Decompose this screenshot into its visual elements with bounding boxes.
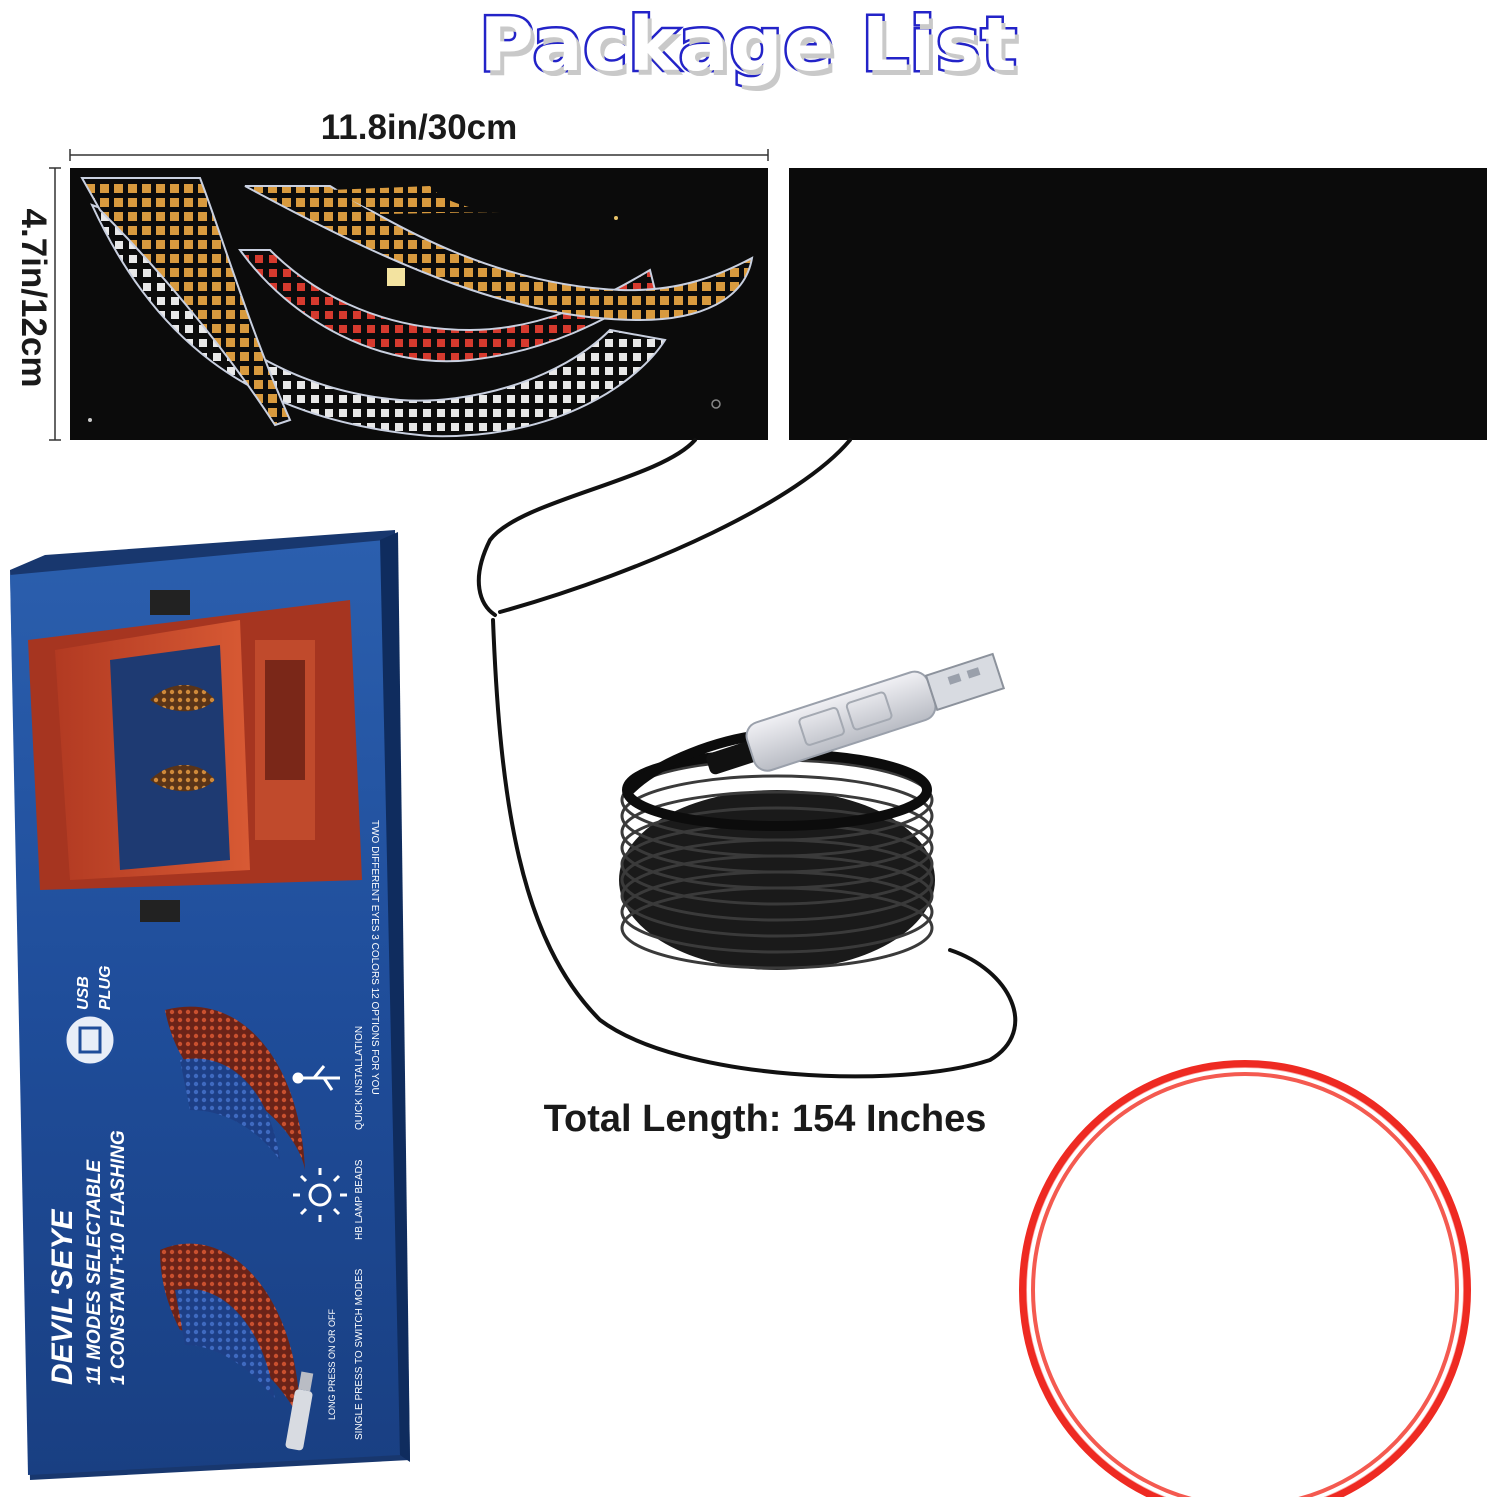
box-line-2: 1 CONSTANT+10 FLASHING [108, 1130, 129, 1385]
box-feature-beads: HB LAMP BEADS [354, 1159, 365, 1240]
usb-stick-on-box-icon [285, 1371, 314, 1451]
box-usb-label: USB [75, 976, 92, 1010]
connection-cable [476, 438, 1018, 1079]
tape-roll-icon [1019, 1060, 1471, 1497]
box-plug-label: PLUG [97, 966, 114, 1010]
box-feature-install: QUICK INSTALLATION [354, 1026, 365, 1130]
page-title: Package List [477, 0, 1019, 91]
box-feature-switch: SINGLE PRESS TO SWITCH MODES [354, 1268, 365, 1440]
total-length-label: Total Length: 154 Inches [543, 1098, 987, 1140]
usb-dongle-icon [706, 652, 1006, 775]
usb-icon [292, 1065, 340, 1091]
led-eye-panel-right [789, 168, 1487, 440]
box-side-text: TWO DIFFERENT EYES 3 COLORS 12 OPTIONS F… [369, 820, 380, 1095]
box-feature-long-press: LONG PRESS ON OR OFF [327, 1308, 337, 1420]
product-box: DEVIL'SEYE 11 MODES SELECTABLE 1 CONSTAN… [10, 530, 410, 1480]
box-brand: DEVIL'SEYE [46, 1208, 79, 1385]
width-dimension-line [69, 149, 769, 161]
led-eye-panel-left [70, 168, 768, 440]
cable-coil-icon [619, 730, 935, 970]
width-dimension-label: 11.8in/30cm [320, 108, 518, 147]
box-truck-image [28, 590, 362, 922]
usb-plug-icon [63, 1013, 117, 1067]
box-line-1: 11 MODES SELECTABLE [84, 1158, 105, 1385]
height-dimension-line [49, 167, 61, 441]
sun-icon [293, 1168, 347, 1222]
